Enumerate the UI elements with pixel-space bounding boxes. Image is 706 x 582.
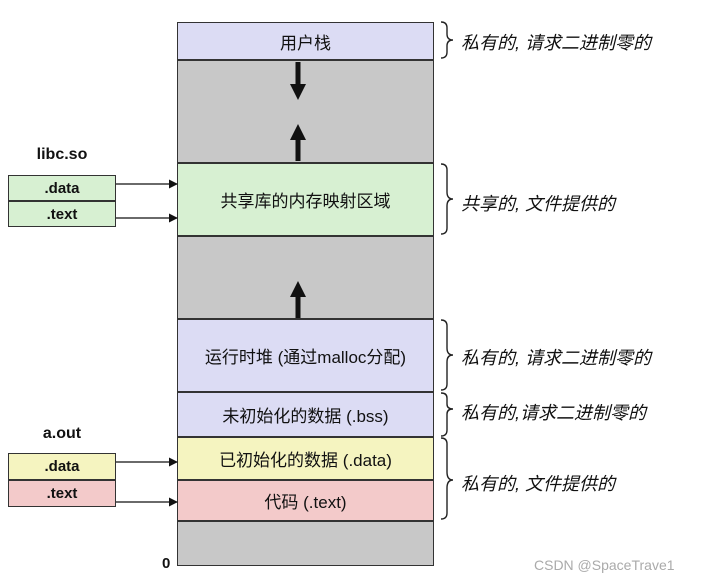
- bss-label: 未初始化的数据 (.bss): [222, 407, 389, 426]
- brace-icon: [440, 319, 454, 391]
- libc-title: libc.so: [36, 146, 88, 163]
- brace-icon: [440, 392, 454, 437]
- unmapped-gap-bottom: [177, 521, 434, 566]
- watermark: CSDN @SpaceTrave1: [534, 557, 675, 573]
- aout-text-label: .text: [46, 485, 78, 502]
- libc-data-label: .data: [44, 179, 80, 197]
- arrow-down-icon: [290, 62, 306, 100]
- libc-text-box: .text: [8, 201, 116, 227]
- user-stack-segment: 用户栈: [177, 22, 434, 60]
- aout-data-box: .data: [8, 453, 116, 480]
- unmapped-gap-upper: [177, 60, 434, 163]
- aout-title: a.out: [42, 425, 82, 442]
- heap-label: 运行时堆 (通过malloc分配): [204, 348, 407, 367]
- libc-data-box: .data: [8, 175, 116, 201]
- data-segment: 已初始化的数据 (.data): [177, 437, 434, 480]
- annotation-shared-lib: 共享的, 文件提供的: [461, 194, 616, 214]
- data-label: 已初始化的数据 (.data): [219, 451, 392, 470]
- aout-data-label: .data: [44, 458, 80, 475]
- heap-segment: 运行时堆 (通过malloc分配): [177, 319, 434, 392]
- bss-segment: 未初始化的数据 (.bss): [177, 392, 434, 437]
- brace-icon: [440, 163, 454, 235]
- annotation-bss: 私有的,请求二进制零的: [461, 403, 646, 423]
- user-stack-label: 用户栈: [280, 33, 331, 53]
- text-label: 代码 (.text): [264, 493, 347, 512]
- unmapped-gap-middle: [177, 236, 434, 319]
- annotation-data-text: 私有的, 文件提供的: [461, 474, 616, 494]
- annotation-stack: 私有的, 请求二进制零的: [461, 33, 652, 53]
- brace-icon: [440, 21, 454, 59]
- annotation-heap: 私有的, 请求二进制零的: [461, 348, 652, 368]
- libc-text-label: .text: [46, 205, 78, 223]
- address-zero-label: 0: [162, 555, 171, 572]
- aout-text-box: .text: [8, 480, 116, 507]
- arrow-up-icon: [290, 124, 306, 161]
- brace-icon: [440, 437, 454, 520]
- text-segment: 代码 (.text): [177, 480, 434, 521]
- shared-library-label: 共享库的内存映射区域: [220, 192, 391, 211]
- shared-library-segment: 共享库的内存映射区域: [177, 163, 434, 236]
- arrow-up-icon: [290, 281, 306, 318]
